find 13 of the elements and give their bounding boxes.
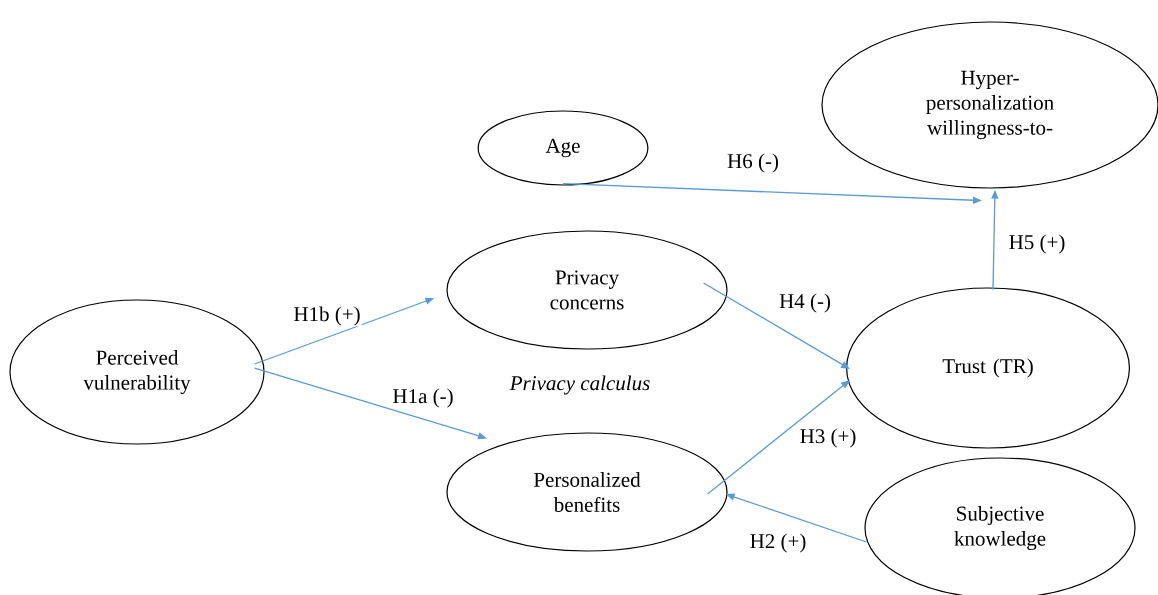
edge-label: H6 (-) [726,152,780,174]
edge-label: H4 (-) [778,292,832,314]
ellipse-node: Personalized benefits [446,432,728,552]
annotation: Privacy calculus [509,375,650,395]
edge-label: H1b (+) [292,305,362,327]
edge-label: H5 (+) [1007,233,1067,255]
ellipse-node: Age [477,110,649,186]
edge-label: H1a (-) [391,387,455,409]
arrow [706,380,850,495]
edge-label: H2 (+) [748,532,808,554]
ellipse-node: Perceived vulnerability [9,299,265,445]
ellipse-node: Privacy concerns [446,230,728,350]
arrow [702,282,850,369]
